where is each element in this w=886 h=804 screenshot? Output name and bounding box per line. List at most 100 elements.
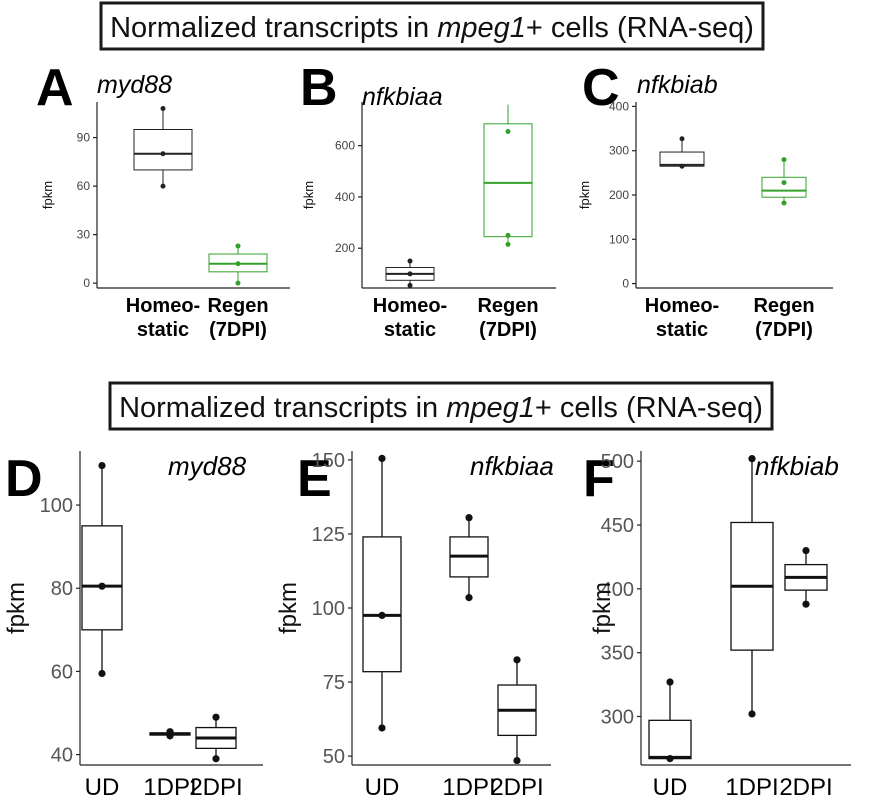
panel-a-y-tick-label: 0 bbox=[83, 276, 90, 290]
panel-c-category-label: Regen bbox=[753, 295, 814, 317]
panel-b-category-label: Regen bbox=[477, 295, 538, 317]
panel-f-data-point bbox=[748, 455, 756, 463]
bottom-banner: Normalized transcripts in mpeg1+ cells (… bbox=[108, 381, 774, 431]
panel-d-data-point bbox=[98, 582, 106, 590]
panel-f-data-point bbox=[666, 755, 674, 763]
panel-e-data-point bbox=[378, 724, 386, 732]
panel-e-data-point bbox=[513, 656, 521, 664]
panel-c-y-tick-label: 200 bbox=[609, 188, 629, 202]
top-banner: Normalized transcripts in mpeg1+ cells (… bbox=[99, 1, 765, 51]
panel-b-category-label: (7DPI) bbox=[479, 319, 537, 341]
panel-b-data-point bbox=[407, 258, 413, 264]
panel-c-y-tick-label: 400 bbox=[609, 99, 629, 113]
panel-e-category-label: 1DPI bbox=[442, 774, 495, 801]
panel-d-data-point bbox=[166, 728, 174, 736]
panel-f-y-tick-label: 400 bbox=[601, 579, 634, 601]
panel-e-y-tick-label: 50 bbox=[323, 746, 345, 768]
panel-e-data-point bbox=[465, 594, 473, 602]
panel-f-title: nfkbiab bbox=[755, 451, 839, 481]
panel-f-box bbox=[648, 719, 692, 760]
panel-f-category-label: UD bbox=[653, 774, 688, 801]
top-banner-prefix: Normalized transcripts in bbox=[110, 12, 437, 44]
panel-c-data-point bbox=[679, 163, 685, 169]
panel-f-y-tick-label: 450 bbox=[601, 515, 634, 537]
panel-a-title: myd88 bbox=[97, 71, 172, 99]
panel-c-data-point bbox=[781, 200, 787, 206]
panel-a-y-tick-label: 90 bbox=[77, 131, 91, 145]
panel-b-y-tick-label: 200 bbox=[335, 241, 355, 255]
panel-c-data-point bbox=[679, 136, 685, 142]
panel-c-category-label: Homeo- bbox=[645, 295, 719, 317]
panel-f-category-label: 2DPI bbox=[779, 774, 832, 801]
panel-f-y-tick-label: 300 bbox=[601, 706, 634, 728]
panel-c-category-label: static bbox=[656, 319, 708, 341]
panel-letter-f: F bbox=[583, 450, 615, 508]
panel-b-data-point bbox=[505, 232, 511, 238]
bottom-banner-prefix: Normalized transcripts in bbox=[119, 392, 446, 424]
panel-e-title: nfkbiaa bbox=[470, 451, 554, 481]
panel-f-data-point bbox=[802, 546, 810, 555]
panel-c-box bbox=[761, 176, 807, 198]
panel-e-category-label: 2DPI bbox=[490, 774, 543, 801]
panel-e-y-tick-label: 100 bbox=[312, 598, 345, 620]
bottom-banner-suffix: + cells (RNA-seq) bbox=[535, 392, 763, 424]
panel-d-y-tick-label: 80 bbox=[51, 578, 73, 600]
panel-e-y-tick-label: 75 bbox=[323, 672, 345, 694]
panel-b-data-point bbox=[407, 271, 413, 277]
panel-d-box bbox=[81, 525, 123, 631]
panel-d-y-tick-label: 100 bbox=[40, 495, 73, 517]
panel-f-data-point bbox=[666, 678, 674, 686]
panel-c: C nfkbiab 0100200300400fpkmHomeo-staticR… bbox=[577, 59, 833, 341]
panel-d-data-point bbox=[98, 669, 106, 678]
panel-e-data-point bbox=[513, 756, 521, 765]
panel-d-data-point bbox=[98, 461, 106, 470]
panel-a-data-point bbox=[235, 280, 241, 286]
top-banner-suffix: + cells (RNA-seq) bbox=[526, 12, 754, 44]
panel-letter-c: C bbox=[582, 59, 620, 117]
panel-b-y-tick-label: 400 bbox=[335, 190, 355, 204]
panel-b-category-label: static bbox=[384, 319, 436, 341]
panel-c-y-tick-label: 300 bbox=[609, 144, 629, 158]
panel-b-title: nfkbiaa bbox=[362, 83, 443, 111]
panel-f-category-label: 1DPI bbox=[725, 774, 778, 801]
panel-a-y-label: fpkm bbox=[40, 181, 55, 209]
panel-b: B nfkbiaa 200400600fpkmHomeo-staticRegen… bbox=[300, 59, 556, 341]
panel-d-data-point bbox=[212, 713, 220, 721]
panel-b-y-label: fpkm bbox=[301, 181, 316, 209]
panel-e-data-point bbox=[378, 454, 386, 463]
panel-d-category-label: 1DPI bbox=[143, 774, 196, 801]
panel-b-data-point bbox=[505, 241, 511, 247]
panel-e-category-label: UD bbox=[365, 774, 400, 801]
panel-c-data-point bbox=[781, 157, 787, 163]
panel-d-category-label: 2DPI bbox=[189, 774, 242, 801]
top-banner-gene: mpeg1 bbox=[437, 12, 526, 44]
panel-e-y-tick-label: 150 bbox=[312, 450, 345, 472]
panel-b-category-label: Homeo- bbox=[373, 295, 447, 317]
panel-a-category-label: Regen bbox=[207, 295, 268, 317]
panel-c-y-tick-label: 100 bbox=[609, 232, 629, 246]
panel-a-data-point bbox=[160, 151, 166, 157]
panel-a-y-tick-label: 60 bbox=[77, 179, 91, 193]
panel-c-category-label: (7DPI) bbox=[755, 319, 813, 341]
panel-f-y-tick-label: 500 bbox=[601, 451, 634, 473]
panel-letter-a: A bbox=[36, 59, 74, 117]
panel-b-data-point bbox=[505, 129, 511, 135]
panel-letter-b: B bbox=[300, 59, 338, 117]
panel-e-y-label: fpkm bbox=[275, 582, 302, 634]
panel-d-title: myd88 bbox=[168, 451, 247, 481]
panel-f-data-point bbox=[802, 600, 810, 608]
top-banner-frame bbox=[99, 1, 765, 51]
panel-d-category-label: UD bbox=[85, 774, 120, 801]
panel-d-y-tick-label: 60 bbox=[51, 661, 73, 683]
panel-c-title: nfkbiab bbox=[637, 71, 718, 99]
panel-c-y-label: fpkm bbox=[577, 181, 592, 209]
panel-a-data-point bbox=[160, 183, 166, 189]
panel-a-category-label: (7DPI) bbox=[209, 319, 267, 341]
panel-b-box bbox=[483, 123, 533, 238]
panel-a-category-label: Homeo- bbox=[126, 295, 200, 317]
panel-letter-e: E bbox=[297, 450, 332, 508]
